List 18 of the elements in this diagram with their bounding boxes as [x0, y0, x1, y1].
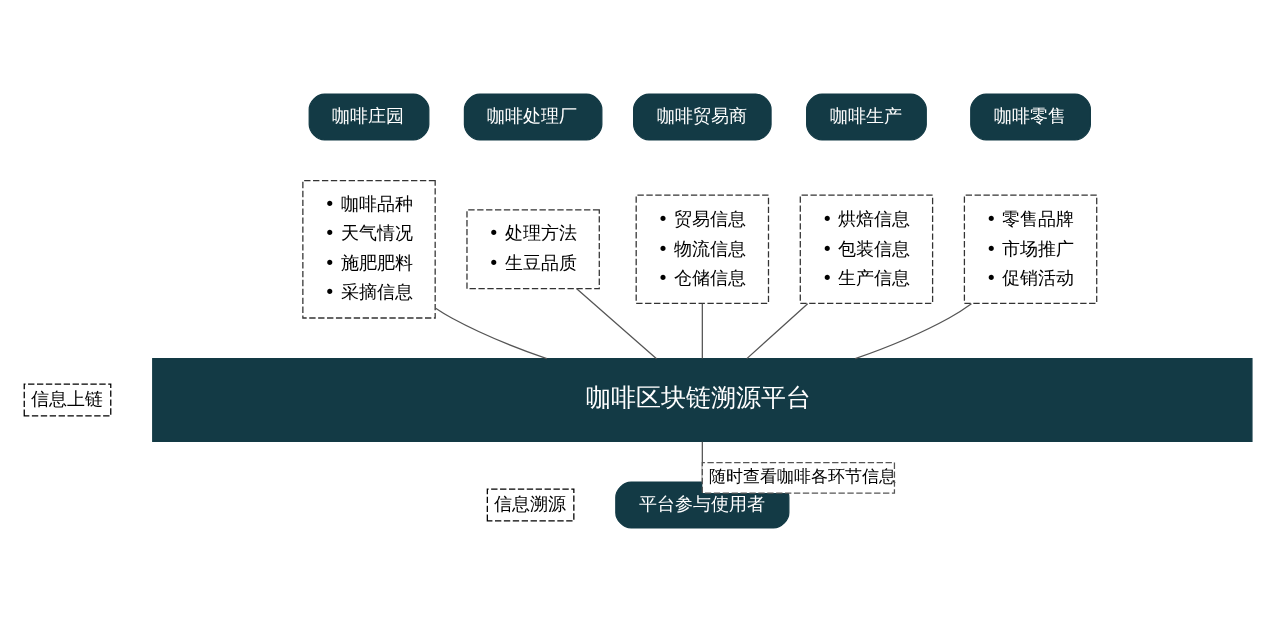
connector	[746, 303, 809, 360]
node-box: 咖啡生产	[806, 93, 927, 141]
node-box: 咖啡庄园	[308, 93, 430, 141]
node-box: 咖啡区块链溯源平台	[152, 358, 1253, 443]
node-box: • 烘焙信息 • 包装信息 • 生产信息	[799, 194, 934, 304]
node-box: • 零售品牌 • 市场推广 • 促销活动	[963, 194, 1098, 304]
label: 信息上链	[30, 388, 103, 410]
connector	[854, 303, 973, 360]
node-box: 咖啡贸易商	[633, 93, 772, 141]
connector	[701, 303, 703, 360]
node-box: 咖啡零售	[970, 93, 1091, 141]
node-box: • 处理方法 • 生豆品质	[466, 209, 600, 290]
node-box: 咖啡处理厂	[463, 93, 603, 141]
connector	[576, 288, 658, 360]
label: 信息溯源	[493, 493, 566, 515]
node-box: • 贸易信息 • 物流信息 • 仓储信息	[635, 194, 770, 304]
connector	[434, 307, 548, 360]
node-box: • 咖啡品种 • 天气情况 • 施肥肥料 • 采摘信息	[302, 179, 436, 319]
